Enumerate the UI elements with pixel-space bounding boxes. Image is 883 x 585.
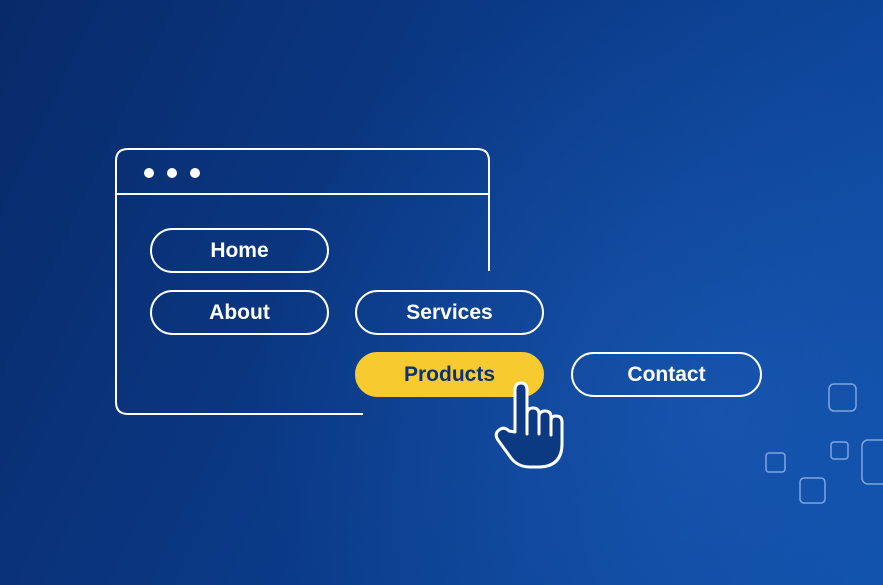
- nav-about-button[interactable]: About: [150, 290, 329, 335]
- browser-window-outline: [115, 148, 490, 415]
- nav-services-button[interactable]: Services: [355, 290, 544, 335]
- nav-contact-button[interactable]: Contact: [571, 352, 762, 397]
- nav-home-button[interactable]: Home: [150, 228, 329, 273]
- nav-products-button[interactable]: Products: [355, 352, 544, 397]
- window-dot-icon: [144, 168, 154, 178]
- pointer-hand-icon: [494, 381, 564, 469]
- window-dot-icon: [190, 168, 200, 178]
- window-dot-icon: [167, 168, 177, 178]
- window-frame: [115, 148, 490, 415]
